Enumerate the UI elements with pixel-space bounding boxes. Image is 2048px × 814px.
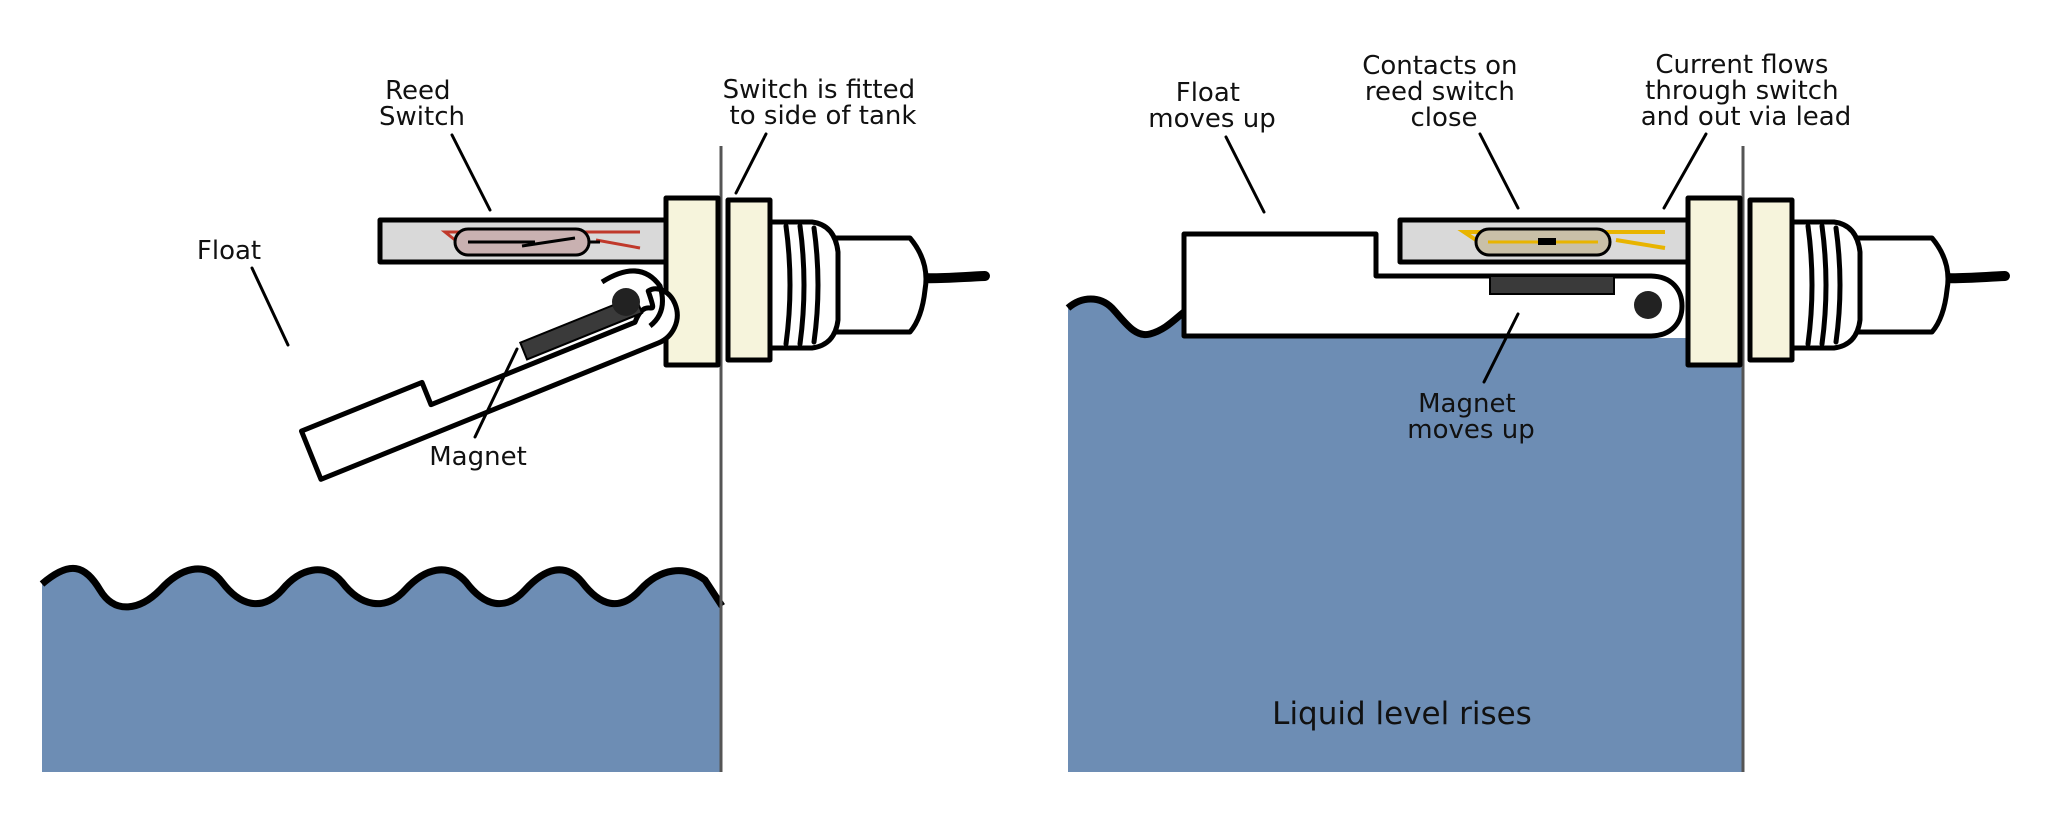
label-contacts-2: reed switch	[1365, 77, 1515, 107]
lead-cable	[915, 271, 990, 284]
inner-nut	[663, 195, 721, 368]
leader-float	[250, 266, 290, 347]
label-contacts-close: Contacts on reed switch close	[1362, 51, 1526, 133]
reed-capsule-closed	[1457, 227, 1666, 257]
magnet-right	[1489, 275, 1615, 295]
liquid-low	[42, 568, 722, 772]
float-body	[298, 286, 680, 482]
label-reed-line-1: Reed	[385, 76, 450, 106]
label-reed-line-2: Switch	[379, 102, 465, 132]
label-liquid-rises: Liquid level rises	[1272, 696, 1532, 732]
label-float-moves: Float moves up	[1148, 78, 1275, 134]
liquid-low-surface	[39, 565, 725, 611]
label-current-flows: Current flows through switch and out via…	[1641, 50, 1852, 132]
leader-magnet-right	[1482, 312, 1520, 384]
label-float-moves-2: moves up	[1148, 104, 1275, 134]
lead-cable-right	[1937, 271, 2010, 284]
pivot-right	[1634, 291, 1662, 319]
label-float-moves-1: Float	[1176, 78, 1240, 108]
right-panel: Float moves up Contacts on reed switch c…	[1065, 50, 2010, 772]
liquid-high-surface	[1065, 295, 1187, 339]
label-magnet-moves-2: moves up	[1407, 415, 1534, 445]
label-magnet-moves-1: Magnet	[1418, 389, 1516, 419]
leader-fitted	[734, 132, 768, 195]
label-magnet-moves: Magnet moves up	[1407, 389, 1534, 445]
thread-lines	[783, 223, 821, 347]
label-contacts-1: Contacts on	[1362, 51, 1517, 81]
cable-connector-right	[1851, 235, 1951, 335]
leader-magnet-left	[473, 347, 519, 439]
cable-connector	[829, 235, 929, 335]
pivot-left	[612, 288, 640, 316]
leader-current	[1662, 132, 1708, 210]
leader-reed	[450, 133, 492, 212]
outer-nut-right	[1747, 197, 1795, 363]
float-body-level	[1181, 231, 1685, 339]
liquid-high	[1068, 299, 1744, 772]
float-assembly-tilted	[298, 286, 680, 482]
label-current-2: through switch	[1645, 76, 1838, 106]
label-fitted-line-1: Switch is fitted	[723, 75, 916, 105]
thread-lines-right	[1805, 223, 1843, 347]
label-switch-fitted: Switch is fitted to side of tank	[723, 75, 924, 131]
label-reed-switch: Reed Switch	[379, 76, 465, 132]
left-panel: Reed Switch Switch is fitted to side of …	[39, 75, 990, 772]
label-fitted-line-2: to side of tank	[730, 101, 917, 131]
label-current-1: Current flows	[1655, 50, 1828, 80]
label-float: Float	[197, 236, 261, 266]
inner-nut-right	[1685, 195, 1743, 368]
leader-contacts	[1478, 132, 1520, 210]
label-contacts-3: close	[1411, 103, 1478, 133]
label-current-3: and out via lead	[1641, 102, 1852, 132]
reed-capsule	[440, 227, 641, 257]
pivot-lug-left	[600, 268, 665, 328]
outer-nut	[725, 197, 773, 363]
label-magnet: Magnet	[429, 442, 527, 472]
leader-float-moves	[1224, 135, 1266, 214]
